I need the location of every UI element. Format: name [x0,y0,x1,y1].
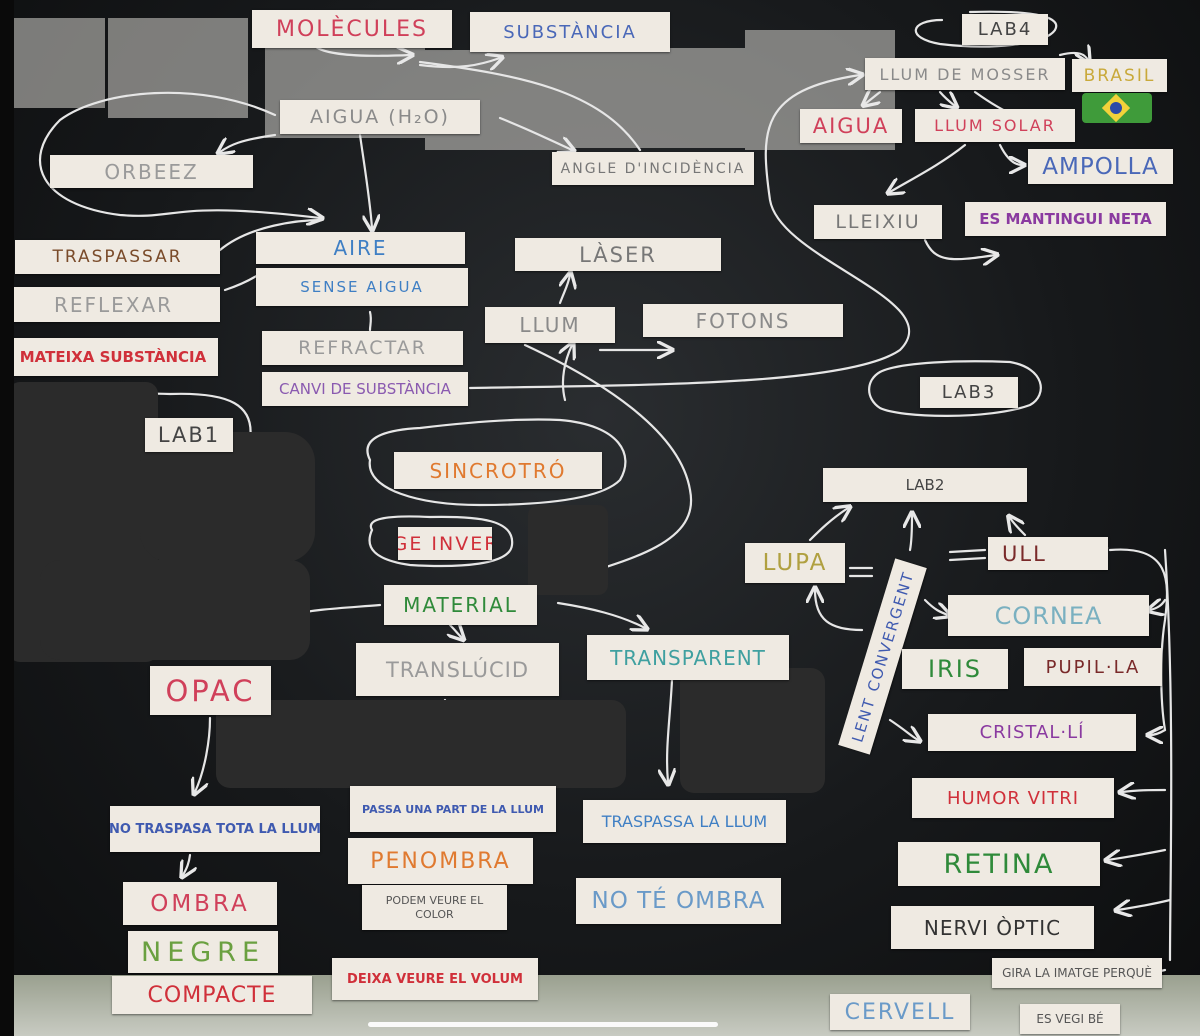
arrow [1150,730,1167,735]
redacted-area [140,432,315,562]
label-without-water: SENSE AIGUA [256,268,468,306]
label-refract: REFRACTAR [262,331,463,365]
label-reflect: REFLEXAR [7,287,220,322]
label-translucent: TRANSLÚCID [356,643,559,696]
label-opaque: OPAC [150,666,271,715]
arrow [223,273,260,292]
label-rotates-image-so: GIRA LA IMATGE PERQUÈ [992,958,1162,988]
label-transparent: TRANSPARENT [587,635,789,680]
label-passes-part-of-light: PASSA UNA PART DE LA LLUM [350,786,556,832]
arrow [848,566,874,578]
label-retina: RETINA [898,842,1100,886]
arrow [556,601,645,628]
label-penumbra: PENOMBRA [348,838,533,884]
arrow [1010,518,1027,537]
background-paper [575,48,745,148]
arrow [808,508,848,542]
arrow [938,92,955,106]
arrow [1118,898,1172,910]
arrow [667,678,672,782]
background-paper [108,18,248,118]
label-lens-crystalline: CRISTAL·LÍ [928,714,1136,751]
label-pass-through: TRASPASSAR [15,240,220,274]
label-lets-see-volume: DEIXA VEURE EL VOLUM [332,958,538,1000]
arrow [1163,548,1173,962]
label-mosser-light: LLUM DE MOSSER [865,58,1065,90]
arrow [948,548,987,562]
arrow [1108,548,1169,732]
redacted-area [528,505,608,595]
label-laser: LÀSER [515,238,721,271]
label-pupil: PUPIL·LA [1024,648,1162,686]
label-keep-clean: ES MANTINGUI NETA [965,202,1166,236]
arrow [368,310,372,332]
label-optic-nerve: NERVI ÒPTIC [891,906,1094,949]
label-brain: CERVELL [830,994,970,1030]
label-same-substance: MATEIXA SUBSTÀNCIA [8,338,218,376]
label-black: NEGRE [128,931,278,973]
label-light: LLUM [485,307,615,343]
label-eye: ULL [988,537,1108,570]
arrow [358,133,372,228]
label-compact: COMPACTE [112,976,312,1014]
arrow [910,515,912,552]
arrow [195,716,212,792]
arrow [815,590,864,632]
label-water: AIGUA [800,109,902,143]
label-lab1: LAB1 [145,418,233,452]
label-photons: FOTONS [643,304,843,337]
label-inverted-image: LAB2 [823,468,1027,502]
label-passes-light: TRASPASSA LA LLUM [583,800,786,843]
arrow [1108,848,1167,860]
arrow [998,143,1022,165]
label-sunlight: LLUM SOLAR [915,109,1075,142]
label-lab4: LAB4 [962,14,1048,45]
label-angle-of-incidence: ANGLE D'INCIDÈNCIA [552,152,754,185]
label-vitreous-humor: HUMOR VITRI [912,778,1114,818]
redacted-area [40,560,310,660]
arrow [1122,790,1167,792]
arrow [183,853,190,875]
label-material: MATERIAL [384,585,537,625]
label-substance: SUBSTÀNCIA [470,12,670,52]
arrow [563,345,572,402]
label-bottle: AMPOLLA [1028,149,1173,184]
background-paper [5,18,105,108]
arrow [923,238,995,259]
label-cornea: CORNEA [948,595,1149,636]
arrow [890,143,967,192]
arrow [450,625,462,638]
label-change-of-substance: CANVI DE SUBSTÀNCIA [262,372,468,406]
brazil-flag-icon [1082,93,1152,123]
label-air: AIRE [256,232,465,264]
label-magnifier: LUPA [745,543,845,583]
arrow [888,718,918,740]
label-bleach: LLEIXIU [814,205,942,239]
label-lab2: IMATGE INVERTIDA [398,527,492,560]
window-frame [0,0,14,1036]
label-brazil: BRASIL [1072,59,1167,92]
label-has-no-shadow: NO TÉ OMBRA [576,878,781,924]
label-is-seen-well: ES VEGI BÉ [1020,1004,1120,1034]
label-orbeez: ORBEEZ [50,155,253,188]
label-does-not-pass-all-light: NO TRASPASA TOTA LA LLUM [110,806,320,852]
redacted-area [680,668,825,793]
label-shadow: OMBRA [123,882,277,925]
label-water-h2o: AIGUA (H₂O) [280,100,480,134]
redacted-area [216,700,626,788]
arrow [1150,600,1167,610]
arrow [560,275,570,305]
label-we-can-see-color: PODEM VEURE EL COLOR [362,885,507,930]
arrow [923,598,948,615]
label-synchrotron: SINCROTRÓ [394,452,602,489]
label-lab3: LAB3 [920,377,1018,408]
label-molecules: MOLÈCULES [252,10,452,48]
home-indicator[interactable] [368,1022,718,1027]
label-iris: IRIS [902,649,1008,689]
